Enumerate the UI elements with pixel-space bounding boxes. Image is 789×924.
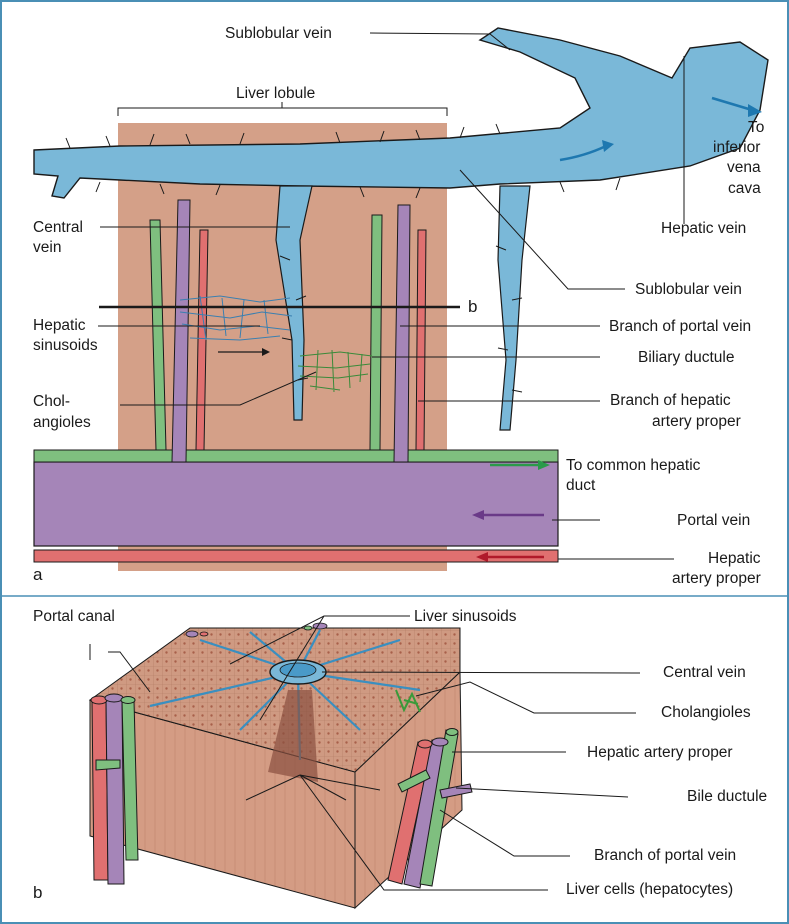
- label-hepatic-sinusoids-2: sinusoids: [33, 337, 98, 354]
- label-cholangioles-b: Cholangioles: [661, 704, 751, 721]
- right-triad-branches: [370, 205, 426, 462]
- label-to-common-hepatic-2: duct: [566, 477, 596, 494]
- panel-label-a: a: [33, 565, 43, 584]
- panel-label-b: b: [33, 883, 42, 902]
- label-portal-vein: Portal vein: [677, 512, 750, 529]
- label-central-vein-b: Central vein: [663, 664, 746, 681]
- right-sublobular-shape: [498, 186, 530, 430]
- label-branch-portal-vein-a: Branch of portal vein: [609, 318, 751, 335]
- label-central-vein-1: Central: [33, 219, 83, 236]
- label-liver-sinusoids: Liver sinusoids: [414, 608, 517, 625]
- label-hepatic-artery-2: artery proper: [672, 570, 761, 587]
- label-central-vein-2: vein: [33, 239, 61, 256]
- label-to-ivc-4: cava: [728, 180, 761, 197]
- label-biliary-ductule: Biliary ductule: [638, 349, 735, 366]
- label-cholangioles-1: Chol-: [33, 393, 70, 410]
- label-branch-portal-vein-b: Branch of portal vein: [594, 847, 736, 864]
- label-hepatic-sinusoids-1: Hepatic: [33, 317, 86, 334]
- label-bile-ductule-b: Bile ductule: [687, 788, 767, 805]
- central-vein-lumen: [280, 663, 316, 677]
- label-to-common-hepatic-1: To common hepatic: [566, 457, 701, 474]
- sublobular-vein-shape: [34, 28, 768, 198]
- label-branch-hepatic-artery-2: artery proper: [652, 413, 741, 430]
- label-sublobular-vein-right: Sublobular vein: [635, 281, 742, 298]
- label-sublobular-vein-top: Sublobular vein: [225, 25, 332, 42]
- left-portal-triad-b: [91, 694, 138, 884]
- bile-duct-shape: [34, 450, 558, 462]
- lobule-bracket: [118, 102, 447, 116]
- label-portal-canal: Portal canal: [33, 608, 115, 625]
- label-to-ivc-3: vena: [727, 159, 761, 176]
- label-cholangioles-2: angioles: [33, 414, 91, 431]
- portal-vein-shape: [34, 462, 558, 546]
- label-liver-cells-b: Liver cells (hepatocytes): [566, 881, 733, 898]
- label-hepatic-artery-proper-b: Hepatic artery proper: [587, 744, 733, 761]
- label-section-b: b: [468, 297, 477, 316]
- label-hepatic-artery-1: Hepatic: [708, 550, 761, 567]
- label-liver-lobule: Liver lobule: [236, 85, 315, 102]
- label-to-ivc-2: inferior: [713, 139, 760, 156]
- label-to-ivc-1: To: [748, 119, 764, 136]
- label-branch-hepatic-artery-1: Branch of hepatic: [610, 392, 731, 409]
- label-hepatic-vein: Hepatic vein: [661, 220, 746, 237]
